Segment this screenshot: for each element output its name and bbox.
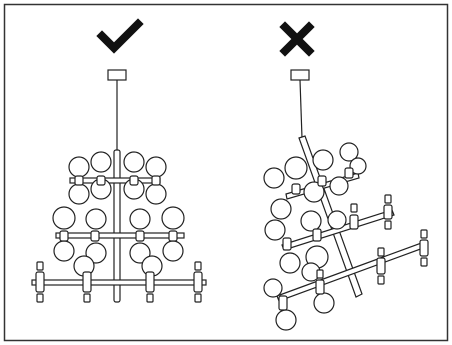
bulb xyxy=(146,293,154,303)
globe xyxy=(85,242,107,264)
globe xyxy=(161,206,185,230)
globe xyxy=(52,206,76,230)
bulb xyxy=(377,275,385,285)
bulb xyxy=(316,269,324,279)
globe xyxy=(270,198,292,220)
lamp-holder xyxy=(135,230,145,242)
lamp-holder xyxy=(312,228,322,242)
globe xyxy=(300,210,322,232)
tier-rod-middle xyxy=(55,232,185,239)
bulb xyxy=(36,261,44,271)
globe xyxy=(263,167,285,189)
ceiling-canopy xyxy=(290,69,310,81)
bulb xyxy=(194,261,202,271)
lamp-holder xyxy=(317,175,327,187)
lamp-holder xyxy=(282,237,292,251)
globe xyxy=(313,292,335,314)
globe xyxy=(145,156,167,178)
globe xyxy=(329,176,349,196)
lamp-holder xyxy=(59,230,69,242)
globe xyxy=(279,252,301,274)
lamp-holder xyxy=(315,279,325,295)
bulb xyxy=(420,257,428,267)
bulb xyxy=(36,293,44,303)
globe xyxy=(68,156,90,178)
bulb xyxy=(384,220,392,230)
globe xyxy=(275,309,297,331)
lamp-holder xyxy=(193,271,203,293)
bulb xyxy=(194,293,202,303)
bulb xyxy=(420,229,428,239)
lamp-holder xyxy=(96,175,106,186)
lamp-holder xyxy=(145,271,155,293)
lamp-holder xyxy=(129,175,139,186)
cross-icon xyxy=(279,21,315,57)
lamp-holder xyxy=(74,175,84,186)
globe xyxy=(85,208,107,230)
lamp-holder xyxy=(35,271,45,293)
globe xyxy=(68,183,90,205)
suspension-cable xyxy=(299,79,303,139)
incorrect-chandelier xyxy=(263,69,429,331)
lamp-holder xyxy=(291,183,301,195)
bulb xyxy=(384,194,392,204)
globe xyxy=(284,156,308,180)
globe xyxy=(162,240,184,262)
globe xyxy=(90,151,112,173)
tier-rod-bottom xyxy=(31,279,207,286)
lamp-holder xyxy=(168,230,178,242)
correct-panel xyxy=(31,18,207,303)
ceiling-canopy xyxy=(107,69,127,81)
lamp-holder xyxy=(344,167,354,179)
globe xyxy=(123,151,145,173)
globe xyxy=(303,181,325,203)
lamp-holder xyxy=(419,239,429,257)
lamp-holder xyxy=(90,230,100,242)
incorrect-panel xyxy=(263,21,429,331)
center-stem xyxy=(113,149,121,303)
globe xyxy=(327,210,347,230)
globe xyxy=(145,183,167,205)
bulb xyxy=(377,247,385,257)
lamp-holder xyxy=(383,204,393,220)
correct-chandelier xyxy=(31,69,207,303)
bulb xyxy=(350,203,358,213)
globe xyxy=(129,242,151,264)
checkmark-icon xyxy=(96,18,144,54)
globe xyxy=(349,157,367,175)
globe xyxy=(264,219,286,241)
globe xyxy=(263,278,283,298)
lamp-holder xyxy=(376,257,386,275)
bulb xyxy=(83,293,91,303)
lamp-holder xyxy=(349,214,359,230)
globe xyxy=(339,142,359,162)
globe xyxy=(312,149,334,171)
lamp-holder xyxy=(82,271,92,293)
lamp-holder xyxy=(151,175,161,186)
globe xyxy=(129,208,151,230)
globe xyxy=(53,240,75,262)
lamp-holder xyxy=(278,295,288,311)
